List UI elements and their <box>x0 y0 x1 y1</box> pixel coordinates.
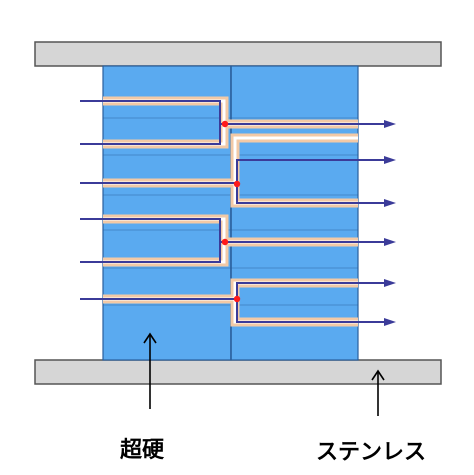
junction-dots <box>221 120 241 303</box>
triangle-arrow-right-icon <box>384 238 396 246</box>
bottom-plate <box>34 359 442 385</box>
triangle-arrow-right-icon <box>384 156 396 164</box>
carbide-block <box>102 65 232 361</box>
triangle-arrow-right-icon <box>384 199 396 207</box>
arrow-up-icon <box>143 332 157 344</box>
pointer-arrow-right <box>371 369 385 416</box>
triangle-arrow-right-icon <box>384 318 396 326</box>
stainless-label: ステンレス <box>316 440 427 465</box>
flow-lines <box>80 100 384 323</box>
stainless-block <box>230 65 359 361</box>
triangle-arrow-right-icon <box>384 279 396 287</box>
arrow-up-icon <box>371 369 385 381</box>
carbide-label: 超硬 <box>120 438 165 463</box>
pointer-arrow-left <box>143 332 157 409</box>
triangle-arrow-right-icon <box>384 120 396 128</box>
outlet-arrowheads <box>384 120 396 326</box>
top-plate <box>34 41 442 67</box>
